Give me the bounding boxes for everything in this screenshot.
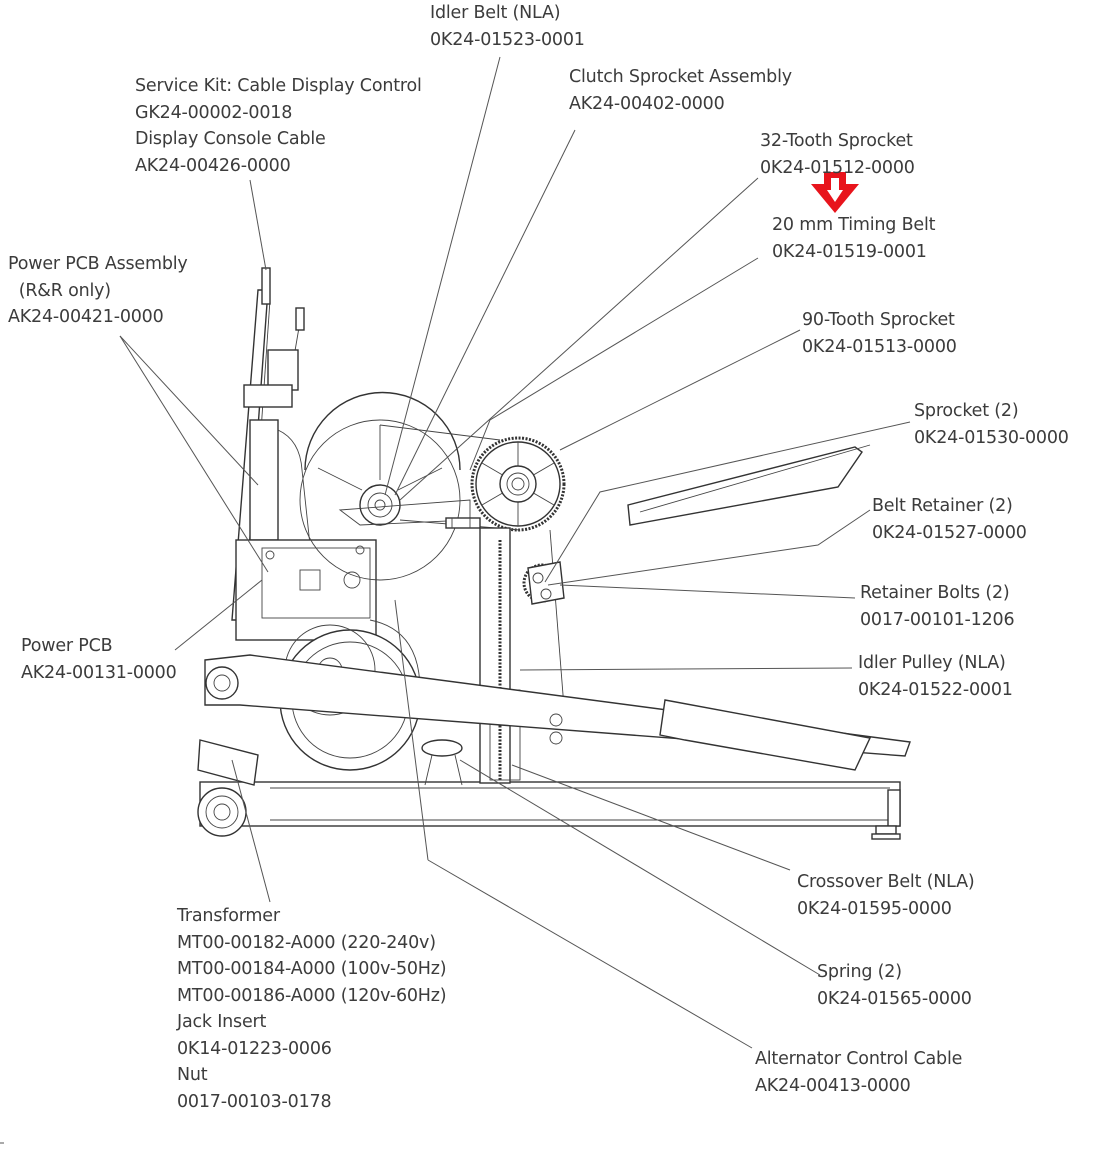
part-name: Jack Insert [177, 1012, 267, 1032]
callout-retainer-bolts: Retainer Bolts (2) 0017-00101-1206 [860, 580, 1015, 633]
part-name: Belt Retainer (2) [872, 496, 1013, 516]
part-number: 0K24-01527-0000 [872, 522, 1027, 543]
part-number: 0K24-01522-0001 [858, 679, 1013, 700]
callout-power-pcb: Power PCB AK24-00131-0000 [21, 633, 177, 686]
leader-lines [119, 56, 911, 1049]
part-number: AK24-00426-0000 [135, 155, 291, 176]
base-frame [199, 781, 901, 840]
part-name: Service Kit: Cable Display Control [135, 76, 422, 96]
part-name: Alternator Control Cable [755, 1049, 963, 1069]
callout-timing-belt: 20 mm Timing Belt 0K24-01519-0001 [772, 212, 935, 265]
part-name: Power PCB Assembly [8, 254, 188, 274]
callout-90-tooth-sprocket: 90-Tooth Sprocket 0K24-01513-0000 [802, 307, 957, 360]
part-number: MT00-00182-A000 (220-240v) [177, 932, 436, 953]
part-name: 32-Tooth Sprocket [760, 131, 913, 151]
part-number: AK24-00413-0000 [755, 1075, 911, 1096]
part-number: 0K24-01523-0001 [430, 29, 585, 50]
part-name: 20 mm Timing Belt [772, 215, 936, 235]
callout-belt-retainer: Belt Retainer (2) 0K24-01527-0000 [872, 493, 1027, 546]
callout-crossover-belt: Crossover Belt (NLA) 0K24-01595-0000 [797, 869, 975, 922]
part-number: 0017-00103-0178 [177, 1091, 332, 1112]
pedal-plate [659, 699, 872, 771]
part-number: GK24-00002-0018 [135, 102, 293, 123]
part-name: MT00-00184-A000 (100v-50Hz) [177, 959, 447, 979]
callout-idler-belt: Idler Belt (NLA) 0K24-01523-0001 [430, 0, 585, 53]
upper-shroud [627, 444, 871, 526]
part-name: Transformer [177, 906, 280, 926]
part-number: 0K24-01512-0000 [760, 157, 915, 178]
part-name: Power PCB [21, 636, 113, 656]
callout-idler-pulley: Idler Pulley (NLA) 0K24-01522-0001 [858, 650, 1013, 703]
transformer-box [197, 739, 259, 786]
pcb-housing [235, 419, 377, 641]
part-name: Display Console Cable [135, 129, 326, 149]
part-name: Idler Pulley (NLA) [858, 653, 1006, 673]
part-number: 0K24-01513-0000 [802, 336, 957, 357]
clutch-sprocket-wheel [299, 391, 471, 581]
part-name: 90-Tooth Sprocket [802, 310, 955, 330]
part-number: 0K24-01595-0000 [797, 898, 952, 919]
front-wheel [197, 787, 247, 837]
callout-32-tooth-sprocket: 32-Tooth Sprocket 0K24-01512-0000 [760, 128, 915, 181]
part-name: Clutch Sprocket Assembly [569, 67, 792, 87]
part-name: Nut [177, 1065, 208, 1085]
sprocket-90-wheel [470, 436, 566, 532]
small-sprocket [522, 561, 565, 605]
part-name: AK24-00421-0000 [8, 307, 164, 327]
part-name: Retainer Bolts (2) [860, 583, 1010, 603]
part-number: 0K24-01530-0000 [914, 427, 1069, 448]
callout-sprocket-2: Sprocket (2) 0K24-01530-0000 [914, 398, 1069, 451]
part-number: AK24-00131-0000 [21, 662, 177, 683]
callout-spring: Spring (2) 0K24-01565-0000 [817, 959, 972, 1012]
part-number: 0K24-01519-0001 [772, 241, 927, 262]
part-number: 0K14-01223-0006 [177, 1038, 332, 1059]
part-number: MT00-00186-A000 (120v-60Hz) [177, 985, 447, 1006]
part-number: 0K24-01565-0000 [817, 988, 972, 1009]
part-number: 0017-00101-1206 [860, 609, 1015, 630]
part-name: Spring (2) [817, 962, 902, 982]
tensioner-bolt [445, 517, 481, 529]
part-name: Crossover Belt (NLA) [797, 872, 975, 892]
part-name: Sprocket (2) [914, 401, 1019, 421]
vertical-column [479, 527, 566, 784]
part-number: AK24-00402-0000 [569, 93, 725, 114]
part-name: Idler Belt (NLA) [430, 3, 561, 23]
part-number: (R&R only) [8, 280, 111, 301]
spring-unit [421, 739, 463, 786]
callout-power-pcb-assembly: Power PCB Assembly (R&R only) AK24-00421-… [8, 251, 188, 331]
down-arrow-icon [811, 172, 859, 213]
